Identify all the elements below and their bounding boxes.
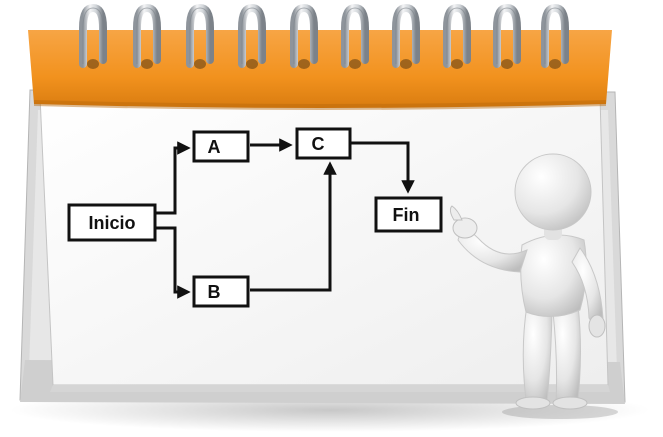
spiral-ring-icon (79, 3, 569, 69)
spiral-ring-icon (341, 3, 369, 69)
node-fin: Fin (374, 196, 443, 233)
spiral-ring-icon (238, 3, 266, 69)
spiral-ring-icon (290, 3, 318, 69)
node-a-label: A (208, 137, 221, 157)
spiral-ring-icon (79, 3, 107, 69)
node-b: B (192, 275, 250, 308)
calendar-binding (28, 30, 612, 110)
diagram-connectors (156, 138, 415, 299)
edge-inicio-a (156, 141, 191, 215)
node-c-label: C (312, 134, 325, 154)
node-fin-label: Fin (393, 205, 420, 225)
spiral-ring-icon (392, 3, 420, 69)
spiral-ring-icon (443, 3, 471, 69)
spiral-ring-icon (133, 3, 161, 69)
edge-b-c (250, 161, 337, 292)
node-inicio: Inicio (67, 203, 157, 242)
spiral-ring-icon (541, 3, 569, 69)
edge-c-fin (350, 141, 415, 194)
edge-inicio-b (156, 226, 191, 299)
spiral-ring-icon (186, 3, 214, 69)
spiral-ring-icon (493, 3, 521, 69)
presenter-figure-icon (449, 153, 618, 419)
node-a: A (192, 130, 250, 163)
node-inicio-label: Inicio (88, 213, 135, 233)
node-b-label: B (208, 282, 221, 302)
node-c: C (295, 127, 352, 160)
